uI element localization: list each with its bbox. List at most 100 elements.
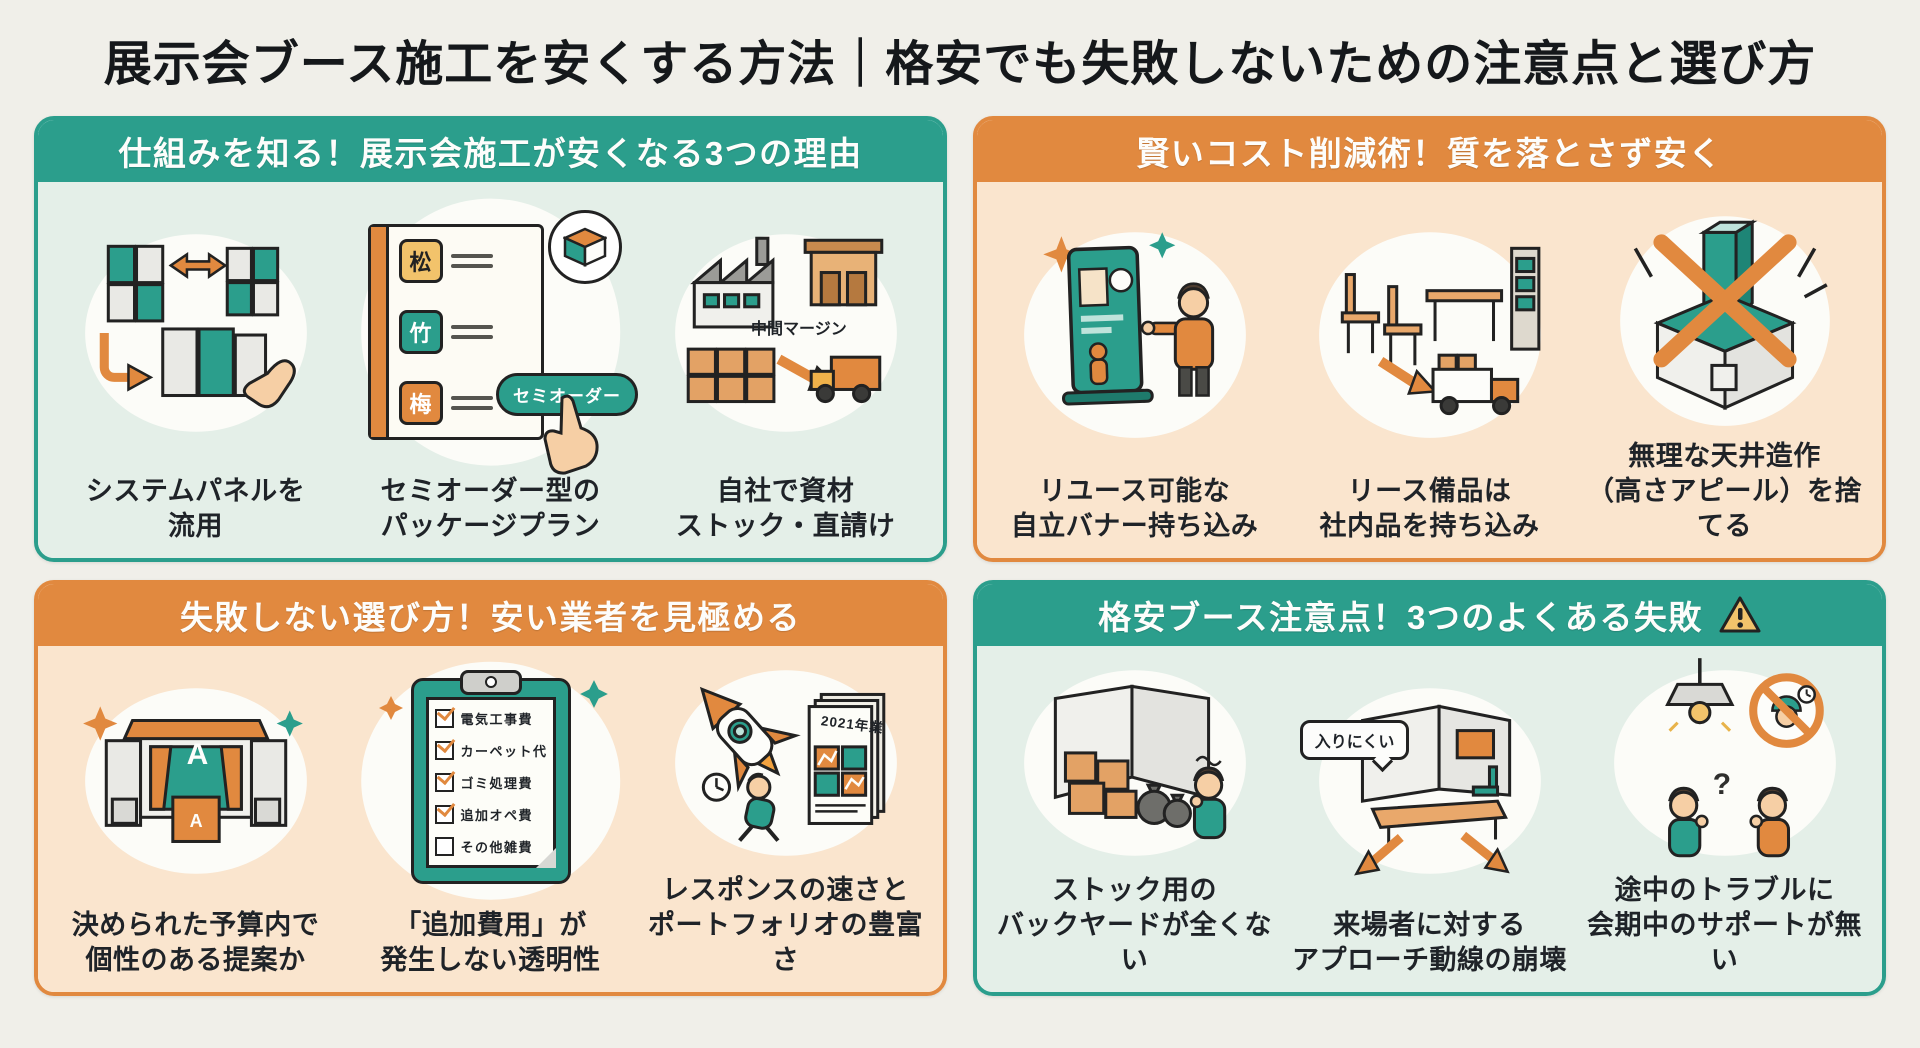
clipboard-clip — [459, 669, 522, 695]
item-caption: セミオーダー型の パッケージプラン — [381, 474, 601, 546]
item-caption: リユース可能な 自立バナー持ち込み — [1011, 474, 1259, 546]
no-ceiling-structure-icon — [1577, 190, 1872, 439]
item-no-ceiling: 無理な天井造作 （高さアピール）を捨てる — [1577, 190, 1872, 546]
caption-line: 無理な天井造作 — [1628, 440, 1821, 471]
caption-line: リース備品は — [1347, 475, 1512, 506]
checkbox-icon — [434, 708, 454, 728]
panel-cheap-booth-pitfalls: 格安ブース注意点！3つのよくある失敗 — [973, 580, 1886, 996]
panel-body: リユース可能な 自立バナー持ち込み — [977, 182, 1882, 558]
sparkle-icon — [379, 695, 404, 720]
panel-smart-cost-cutting: 賢いコスト削減術！質を落とさず安く — [973, 116, 1886, 562]
item-semi-order: 松 竹 梅 — [343, 190, 638, 546]
item-caption: 来場者に対する アプローチ動線の崩壊 — [1292, 908, 1567, 980]
item-no-support: ? — [1577, 654, 1872, 980]
caption-line: （高さアピール）を捨てる — [1587, 475, 1862, 541]
caption-line: パッケージプラン — [380, 510, 601, 541]
pointing-hand-icon — [543, 394, 599, 475]
menu-badge-matsu: 松 — [398, 238, 443, 283]
checkbox-icon — [434, 836, 454, 856]
panel-header-pitfalls: 格安ブース注意点！3つのよくある失敗 — [977, 584, 1882, 646]
caption-line: ストック・直請け — [675, 510, 896, 541]
item-booth-proposal: A A — [48, 654, 343, 980]
blocked-approach-illustration — [1318, 688, 1541, 876]
item-caption: 途中のトラブルに 会期中のサポートが無い — [1577, 873, 1872, 980]
item-caption: リース備品は 社内品を持ち込み — [1320, 474, 1540, 546]
panel-body: A A — [38, 646, 943, 992]
counter-letter: A — [189, 811, 203, 832]
package-logo-icon — [548, 210, 622, 284]
item-caption: ストック用の バックヤードが全くない — [987, 873, 1282, 980]
checkbox-icon — [434, 740, 454, 760]
panel-body: システムパネルを 流用 松 竹 — [38, 182, 943, 558]
margin-label: 中間マージン — [751, 320, 847, 338]
item-rollup-banner: リユース可能な 自立バナー持ち込み — [987, 190, 1282, 546]
semi-order-badge: セミオーダー — [496, 372, 638, 416]
booth-proposal-icon: A A — [48, 654, 343, 908]
menu-badge-take: 竹 — [398, 309, 443, 354]
confused-person-icon — [1667, 787, 1709, 858]
sparkle-icon — [1042, 236, 1080, 273]
caption-line: 発生しない透明性 — [380, 944, 601, 975]
no-support-icon: ? — [1577, 654, 1872, 873]
item-cost-checklist: 電気工事費 カーペット代 ゴミ処理費 追加オペ費 その他雑費 — [343, 654, 638, 980]
menu-badge-ume: 梅 — [398, 380, 443, 425]
caption-line: レスポンスの速さと — [662, 874, 909, 905]
caption-line: 自立バナー持ち込み — [1010, 510, 1259, 541]
booth-illustration — [82, 688, 307, 874]
sparkle-icon — [82, 706, 117, 741]
hand-icon — [242, 359, 296, 409]
clipboard-paper: 電気工事費 カーペット代 ゴミ処理費 追加オペ費 その他雑費 — [425, 696, 556, 868]
sparkle-icon — [1148, 232, 1175, 259]
runner-icon — [737, 773, 779, 843]
lease-furniture-icon — [1282, 190, 1577, 474]
no-backyard-icon — [987, 654, 1282, 873]
caption-line: セミオーダー型の — [380, 475, 601, 506]
blocked-approach-icon: 入りにくい — [1282, 654, 1577, 908]
book-spine — [370, 226, 389, 437]
system-panel-icon — [48, 190, 343, 474]
item-caption: レスポンスの速さと ポートフォリオの豊富さ — [638, 873, 933, 980]
item-blocked-approach: 入りにくい — [1282, 654, 1577, 980]
semi-order-menu-icon: 松 竹 梅 — [343, 190, 638, 475]
panel-header-label: 仕組みを知る！展示会施工が安くなる3つの理由 — [118, 135, 863, 172]
caption-line: 流用 — [167, 510, 223, 541]
item-caption: 「追加費用」が 発生しない透明性 — [381, 908, 601, 980]
item-lease-furniture: リース備品は 社内品を持ち込み — [1282, 190, 1577, 546]
item-caption: 無理な天井造作 （高さアピール）を捨てる — [1577, 439, 1872, 546]
checklist-item: カーペット代 — [460, 743, 548, 759]
panel-body: ストック用の バックヤードが全くない 入りにくい — [977, 646, 1882, 992]
menu-book: 松 竹 梅 — [367, 223, 544, 440]
panel-grid: 仕組みを知る！展示会施工が安くなる3つの理由 — [34, 116, 1886, 996]
checklist-item: ゴミ処理費 — [460, 775, 534, 791]
speech-bubble: 入りにくい — [1299, 719, 1410, 760]
checkbox-icon — [434, 804, 454, 824]
checklist-item: 電気工事費 — [460, 711, 534, 727]
booth-letter: A — [186, 737, 209, 771]
panel-choosing-vendor: 失敗しない選び方！安い業者を見極める A A — [34, 580, 947, 996]
caption-line: アプローチ動線の崩壊 — [1292, 944, 1567, 975]
caption-line: 個性のある提案か — [85, 944, 306, 975]
no-ceiling-illustration — [1619, 216, 1830, 427]
no-support-illustration — [1613, 658, 1836, 858]
sparkle-icon — [276, 710, 303, 737]
panel-header-choosing: 失敗しない選び方！安い業者を見極める — [38, 584, 943, 646]
confused-person-icon — [1748, 787, 1790, 858]
rollup-banner-icon — [987, 190, 1282, 474]
caption-line: システムパネルを — [85, 475, 306, 506]
panel-header-reasons: 仕組みを知る！展示会施工が安くなる3つの理由 — [38, 120, 943, 182]
cost-checklist-icon: 電気工事費 カーペット代 ゴミ処理費 追加オペ費 その他雑費 — [343, 654, 638, 908]
rollup-banner-illustration — [1023, 232, 1246, 438]
caption-line: 会期中のサポートが無い — [1587, 909, 1862, 975]
checklist-item: その他雑費 — [460, 839, 534, 855]
no-backyard-illustration — [1023, 670, 1246, 857]
caption-line: 決められた予算内で — [71, 909, 320, 940]
factory-direct-icon: 中間マージン — [638, 190, 933, 474]
person-icon — [1140, 282, 1214, 397]
caption-line: ポートフォリオの豊富さ — [648, 909, 923, 975]
item-no-backyard: ストック用の バックヤードが全くない — [987, 654, 1282, 980]
worried-person-icon — [1189, 756, 1226, 840]
panel-reasons-cheap: 仕組みを知る！展示会施工が安くなる3つの理由 — [34, 116, 947, 562]
page-title: 展示会ブース施工を安くする方法｜格安でも失敗しないための注意点と選び方 — [103, 38, 1817, 91]
caption-line: 途中のトラブルに — [1614, 874, 1835, 905]
checklist-item: 追加オペ費 — [460, 807, 534, 823]
